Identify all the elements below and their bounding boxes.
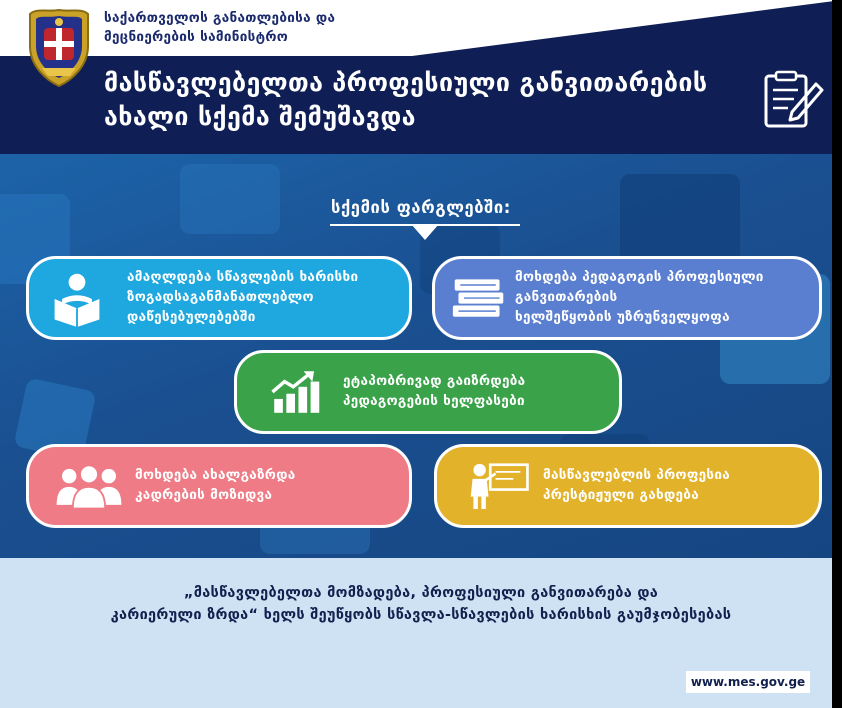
item-young-staff-text: მოხდება ახალგაზრდა კადრების მოზიდვა bbox=[135, 465, 296, 505]
item-young-staff: მოხდება ახალგაზრდა კადრების მოზიდვა bbox=[26, 444, 412, 528]
books-icon bbox=[452, 279, 504, 317]
header-wedge bbox=[412, 0, 842, 56]
item-salary-text: ეტაპობრივად გაიზრდება პედაგოგების ხელფას… bbox=[343, 371, 525, 411]
website-link[interactable]: www.mes.gov.ge bbox=[686, 671, 810, 693]
item-development-text: მოხდება პედაგოგის პროფესიული განვითარები… bbox=[515, 267, 764, 327]
decor-square bbox=[180, 164, 280, 234]
growth-chart-icon bbox=[271, 371, 320, 413]
item-development-line2: განვითარების bbox=[515, 289, 618, 305]
group-icon bbox=[56, 464, 122, 510]
subtitle-arrow bbox=[411, 224, 439, 240]
item-prestige-text: მასწავლებლის პროფესია პრესტიჟული გახდება bbox=[543, 465, 730, 505]
page-title-line2: ახალი სქემა შემუშავდა bbox=[104, 102, 416, 131]
page-title: მასწავლებელთა პროფესიული განვითარების ახ… bbox=[104, 66, 707, 134]
teacher-board-icon bbox=[470, 463, 529, 510]
ministry-name-line1: საქართველოს განათლებისა და bbox=[104, 10, 336, 26]
footer-quote-line2: კარიერული ზრდა“ ხელს შეუწყობს სწავლა-სწა… bbox=[110, 607, 732, 623]
reader-icon bbox=[54, 273, 100, 327]
item-young-staff-line2: კადრების მოზიდვა bbox=[135, 487, 273, 503]
item-quality: ამაღლდება სწავლების ხარისხი ზოგადსაგანმა… bbox=[26, 256, 412, 340]
item-quality-line3: დაწესებულებებში bbox=[127, 309, 256, 325]
footer-quote-line1: „მასწავლებელთა მომზადება, პროფესიული გან… bbox=[183, 585, 659, 601]
page-title-line1: მასწავლებელთა პროფესიული განვითარების bbox=[104, 68, 708, 97]
item-development-line1: მოხდება პედაგოგის პროფესიული bbox=[515, 269, 764, 285]
item-salary-line1: ეტაპობრივად გაიზრდება bbox=[343, 373, 526, 389]
item-quality-line1: ამაღლდება სწავლების ხარისხი bbox=[127, 269, 359, 285]
item-young-staff-line1: მოხდება ახალგაზრდა bbox=[135, 467, 296, 483]
right-edge-border bbox=[832, 0, 842, 708]
document-pencil-icon bbox=[764, 70, 824, 128]
item-quality-text: ამაღლდება სწავლების ხარისხი ზოგადსაგანმა… bbox=[127, 267, 358, 327]
item-prestige-line1: მასწავლებლის პროფესია bbox=[543, 467, 731, 483]
header-top-strip bbox=[0, 0, 842, 56]
section-subtitle: სქემის ფარგლებში: bbox=[331, 198, 511, 217]
ministry-name-line2: მეცნიერების სამინისტრო bbox=[104, 29, 289, 45]
item-development: მოხდება პედაგოგის პროფესიული განვითარები… bbox=[432, 256, 822, 340]
footer-quote: „მასწავლებელთა მომზადება, პროფესიული გან… bbox=[0, 582, 842, 626]
item-prestige-line2: პრესტიჟული გახდება bbox=[543, 487, 699, 503]
item-development-line3: ხელშეწყობის უზრუნველყოფა bbox=[515, 309, 730, 325]
item-quality-line2: ზოგადსაგანმანათლებლო bbox=[127, 289, 314, 305]
ministry-logo bbox=[29, 8, 89, 88]
decor-square bbox=[620, 174, 740, 264]
ministry-name: საქართველოს განათლებისა და მეცნიერების ს… bbox=[104, 9, 335, 47]
item-prestige: მასწავლებლის პროფესია პრესტიჟული გახდება bbox=[434, 444, 822, 528]
item-salary: ეტაპობრივად გაიზრდება პედაგოგების ხელფას… bbox=[234, 350, 622, 434]
header-band bbox=[0, 56, 842, 154]
item-salary-line2: პედაგოგების ხელფასები bbox=[343, 393, 525, 409]
